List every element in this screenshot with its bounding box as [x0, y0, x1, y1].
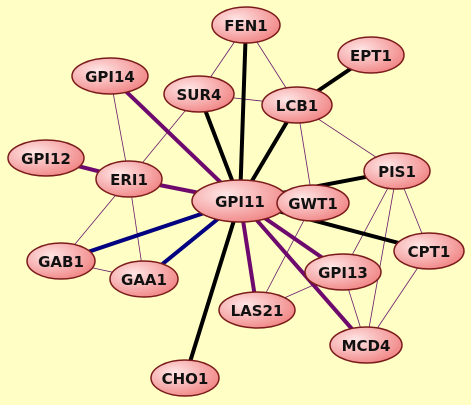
node-label: LAS21 — [231, 302, 284, 320]
node-label: GPI14 — [85, 68, 135, 86]
edge-gpi11-cho1 — [183, 199, 242, 380]
node-ellipse — [393, 232, 465, 270]
node-ellipse — [304, 253, 382, 291]
node-sur4[interactable]: SUR4 — [163, 75, 235, 113]
node-label: CPT1 — [408, 243, 451, 261]
node-ept1[interactable]: EPT1 — [337, 36, 405, 74]
node-ellipse — [211, 6, 281, 44]
node-pis1[interactable]: PIS1 — [363, 152, 431, 190]
node-label: CHO1 — [162, 370, 209, 388]
node-cpt1[interactable]: CPT1 — [393, 232, 465, 270]
node-label: FEN1 — [224, 17, 267, 35]
node-label: MCD4 — [342, 337, 391, 355]
node-ellipse — [26, 242, 96, 280]
node-ellipse — [71, 57, 149, 95]
node-ellipse — [150, 359, 220, 397]
node-label: PIS1 — [378, 163, 416, 181]
node-gwt1[interactable]: GWT1 — [276, 184, 350, 222]
node-ellipse — [109, 260, 179, 298]
node-ellipse — [363, 152, 431, 190]
node-label: GPI11 — [215, 193, 265, 211]
node-label: LCB1 — [276, 97, 318, 115]
node-gpi11[interactable]: GPI11 — [191, 179, 289, 223]
node-ellipse — [163, 75, 235, 113]
node-gab1[interactable]: GAB1 — [26, 242, 96, 280]
node-lcb1[interactable]: LCB1 — [261, 86, 333, 124]
node-ellipse — [218, 291, 296, 329]
node-label: EPT1 — [350, 47, 392, 65]
node-label: ERI1 — [110, 171, 148, 189]
edge-gpi14-gpi11 — [108, 74, 242, 203]
node-cho1[interactable]: CHO1 — [150, 359, 220, 397]
node-label: SUR4 — [177, 86, 222, 104]
node-ellipse — [261, 86, 333, 124]
edge-pis1-mcd4 — [365, 170, 398, 346]
node-las21[interactable]: LAS21 — [218, 291, 296, 329]
node-eri1[interactable]: ERI1 — [95, 160, 163, 198]
node-label: GPI13 — [318, 264, 368, 282]
node-label: GWT1 — [288, 195, 338, 213]
node-ellipse — [276, 184, 350, 222]
edge-fen1-gpi11 — [238, 23, 248, 203]
node-label: GPI12 — [21, 150, 71, 168]
node-gpi14[interactable]: GPI14 — [71, 57, 149, 95]
node-ellipse — [329, 326, 403, 364]
node-gpi12[interactable]: GPI12 — [7, 139, 85, 177]
node-fen1[interactable]: FEN1 — [211, 6, 281, 44]
node-ellipse — [7, 139, 85, 177]
node-gpi13[interactable]: GPI13 — [304, 253, 382, 291]
node-mcd4[interactable]: MCD4 — [329, 326, 403, 364]
node-gaa1[interactable]: GAA1 — [109, 260, 179, 298]
node-label: GAB1 — [38, 253, 84, 271]
node-ellipse — [95, 160, 163, 198]
edge-gpi11-mcd4 — [238, 199, 368, 347]
node-label: GAA1 — [121, 271, 167, 289]
node-ellipse — [337, 36, 405, 74]
